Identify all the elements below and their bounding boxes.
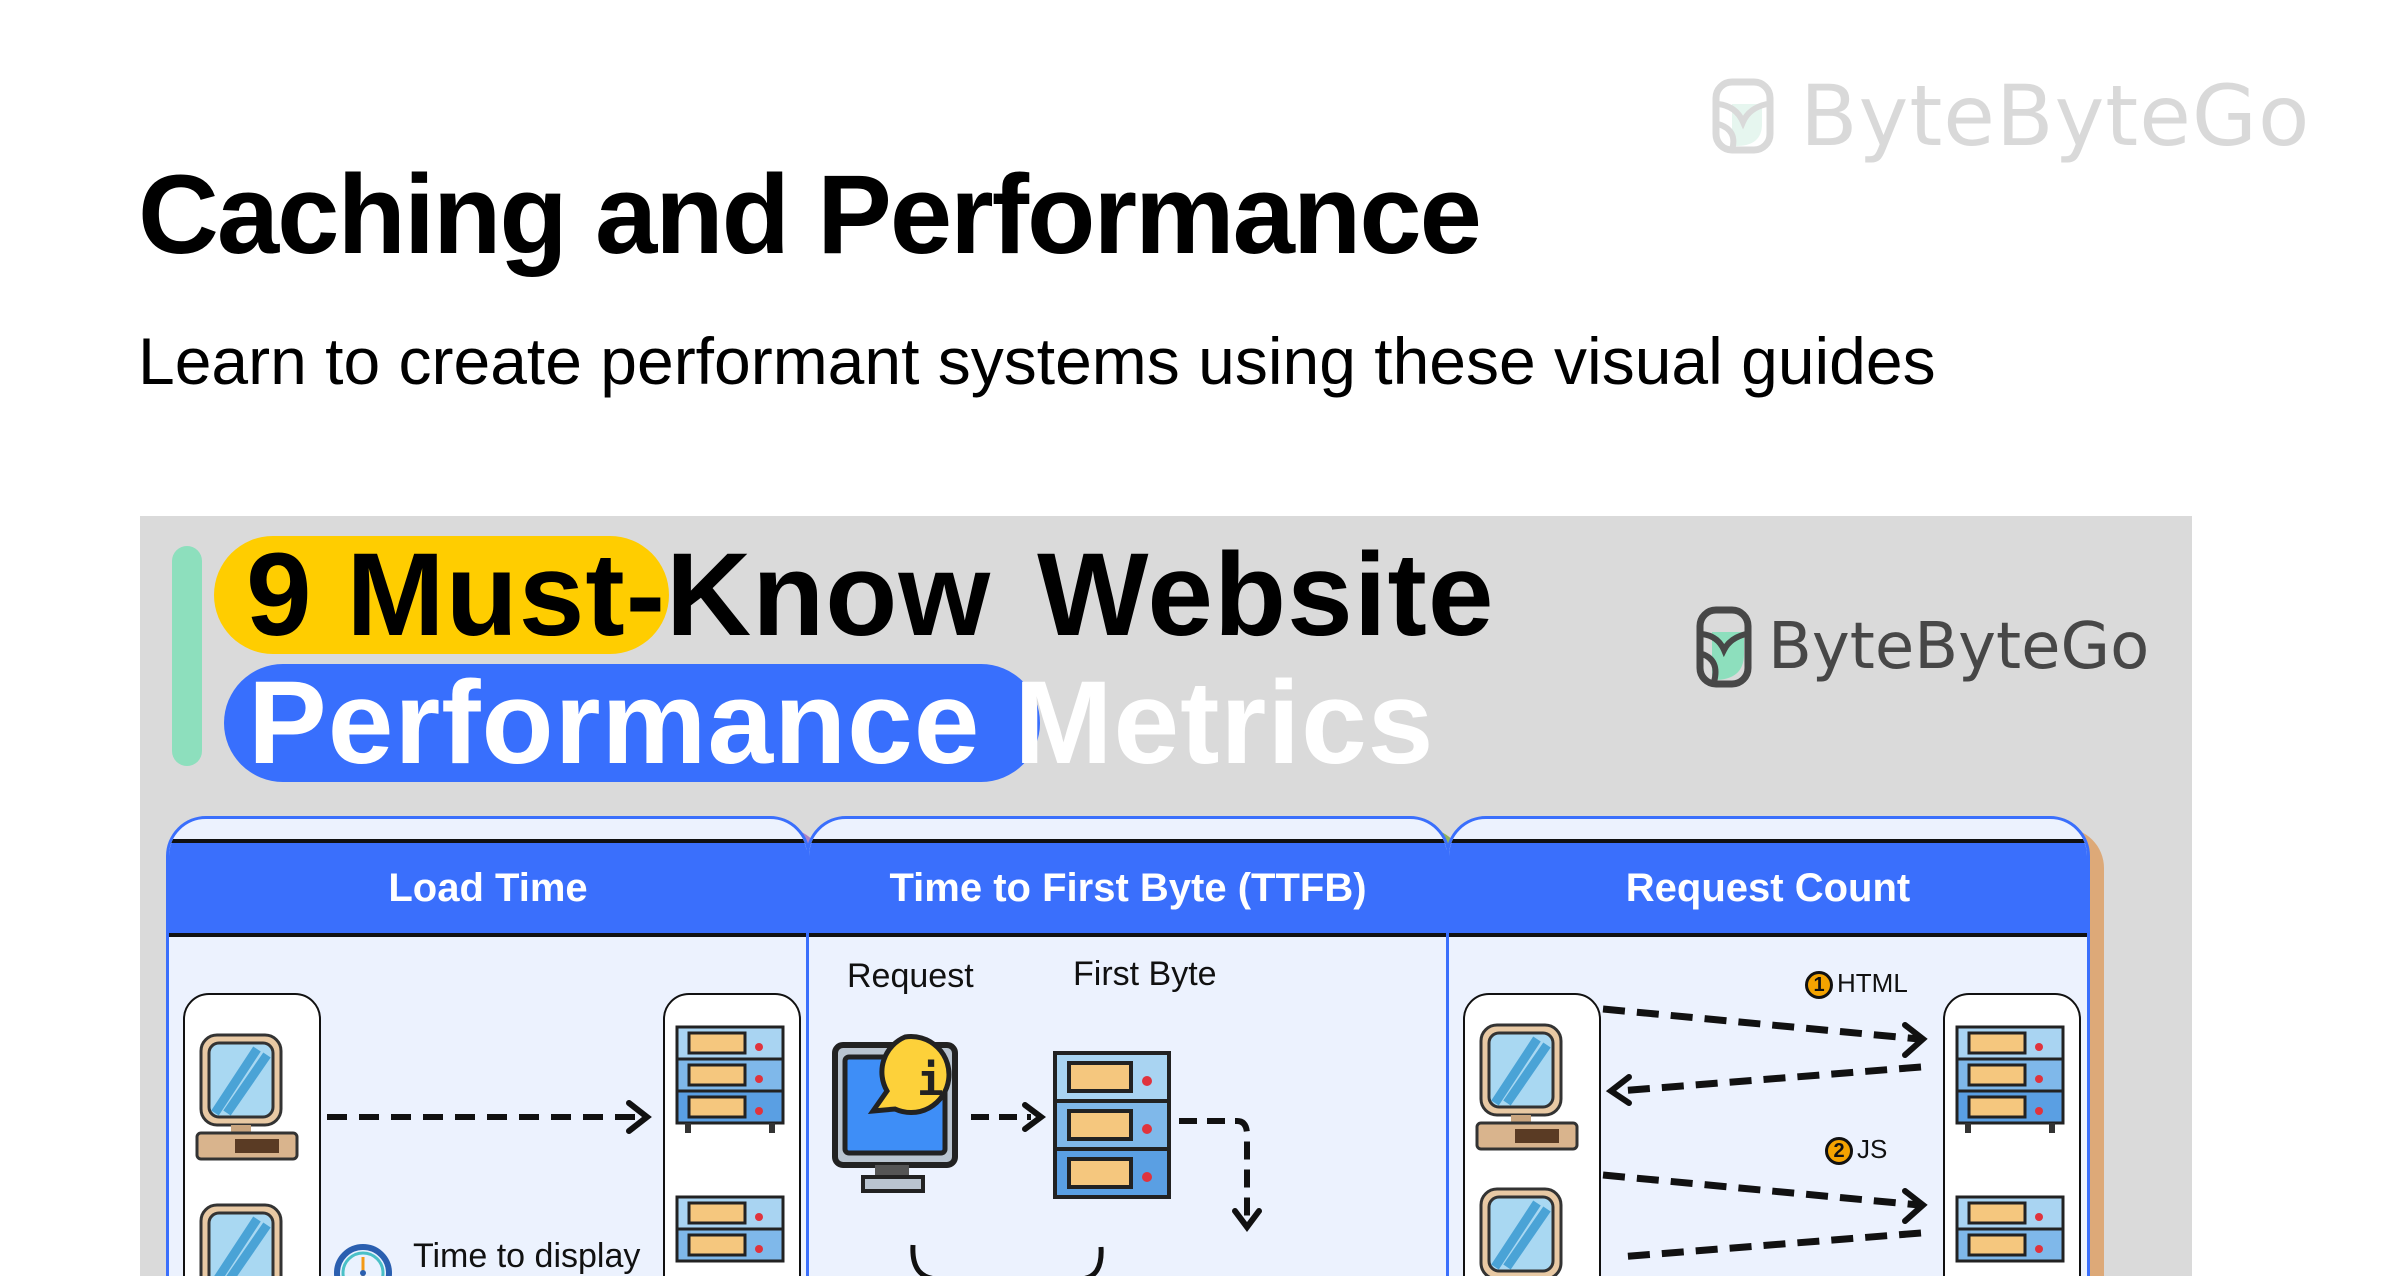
request-response-arrows-1 <box>1602 1005 1928 1106</box>
server-column <box>1943 993 2081 1276</box>
label-request: Request <box>847 957 974 995</box>
client-column <box>183 993 321 1276</box>
server-column <box>663 993 801 1276</box>
desktop-computer-icon <box>199 1203 283 1276</box>
bytebytego-watermark: ByteByteGo <box>1712 56 2310 176</box>
infographic-headline-line2: Performance Metrics <box>248 657 1435 789</box>
server-rack-icon <box>675 1195 785 1263</box>
card-title: Time to First Byte (TTFB) <box>809 839 1447 937</box>
headline-highlight-text: 9 Must-Know <box>246 529 992 661</box>
arrow-to-page-load <box>1179 1118 1262 1232</box>
headline-highlight-blue <box>224 664 1040 782</box>
bytebytego-logo-icon <box>1712 78 1774 154</box>
card-load-time: Load Time <box>166 816 824 1276</box>
card-title: Load Time <box>169 839 807 937</box>
svg-text:i: i <box>917 1055 944 1106</box>
watermark-brand-text: ByteByteGo <box>1800 67 2311 165</box>
load-time-caption-line1: Time to display <box>413 1237 641 1275</box>
request-response-arrows-2 <box>1602 1171 1928 1261</box>
infographic-brand-text: ByteByteGo <box>1768 610 2150 684</box>
card-body: Time to First Byte (TTFB) Request First … <box>806 816 1450 1276</box>
step-label-text: HTML <box>1837 968 1908 998</box>
request-arrow <box>327 1100 652 1134</box>
step-number-badge: 1 <box>1805 971 1833 1000</box>
page-subtitle: Learn to create performant systems using… <box>138 324 1936 398</box>
card-ttfb: Time to First Byte (TTFB) Request First … <box>806 816 1464 1276</box>
card-body: Load Time <box>166 816 810 1276</box>
desktop-computer-icon <box>1475 1023 1579 1151</box>
server-rack-icon <box>1053 1051 1171 1199</box>
desktop-computer-icon <box>1479 1187 1563 1276</box>
step-label-text: JS <box>1857 1134 1888 1164</box>
card-body: Request Count <box>1446 816 2090 1276</box>
stopwatch-icon <box>334 1244 392 1276</box>
bytebytego-logo-icon <box>1696 606 1752 688</box>
server-rack-icon <box>675 1025 785 1133</box>
client-column <box>1463 993 1601 1276</box>
label-first-byte: First Byte <box>1073 955 1217 993</box>
page-title: Caching and Performance <box>138 152 1482 277</box>
headline-highlight-yellow <box>214 536 669 654</box>
desktop-computer-icon <box>195 1033 299 1161</box>
monitor-info-icon: i <box>832 1034 958 1193</box>
server-rack-icon <box>1955 1025 2065 1133</box>
server-rack-icon <box>1955 1195 2065 1263</box>
arrow-to-server <box>971 1102 1046 1132</box>
step-number-badge: 2 <box>1825 1137 1853 1166</box>
accent-bar <box>172 546 202 766</box>
infographic-brand-logo: ByteByteGo <box>1696 606 2149 688</box>
ttfb-brace <box>910 1244 1104 1276</box>
card-title: Request Count <box>1449 839 2087 937</box>
headline-rest-text: Website <box>1037 529 1495 661</box>
card-request-count: Request Count <box>1446 816 2104 1276</box>
